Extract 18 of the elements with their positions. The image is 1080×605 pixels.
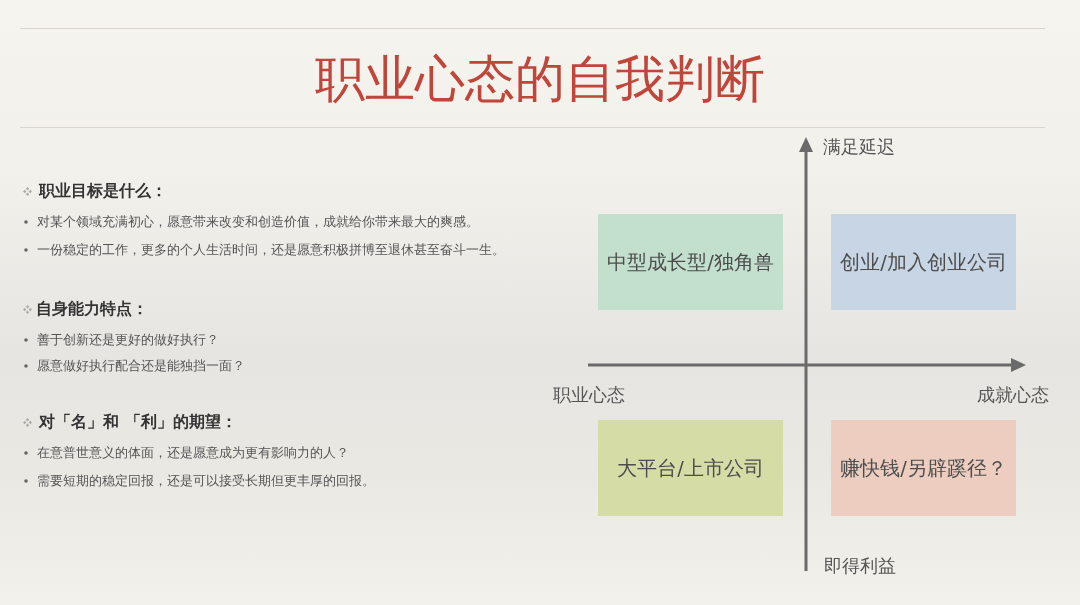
- axis-label: 满足延迟: [823, 136, 895, 158]
- list-item-text: 在意普世意义的体面，还是愿意成为更有影响力的人？: [37, 445, 349, 461]
- quadrant-box: 中型成长型/独角兽: [598, 214, 783, 310]
- axis-label: 职业心态: [553, 384, 625, 406]
- list-item-text: 一份稳定的工作，更多的个人生活时间，还是愿意积极拼博至退休甚至奋斗一生。: [37, 242, 505, 258]
- section-heading: 职业目标是什么：: [39, 181, 167, 201]
- list-item-text: 愿意做好执行配合还是能独挡一面？: [37, 358, 245, 374]
- list-item-text: 对某个领域充满初心，愿意带来改变和创造价值，成就给你带来最大的爽感。: [37, 214, 479, 230]
- quadrant-box: 创业/加入创业公司: [831, 214, 1016, 310]
- list-item-text: 需要短期的稳定回报，还是可以接受长期但更丰厚的回报。: [37, 473, 375, 489]
- section-heading: 对「名」和 「利」的期望：: [39, 412, 237, 432]
- list-item-text: 善于创新还是更好的做好执行？: [37, 332, 219, 348]
- slide-title: 职业心态的自我判断: [314, 49, 766, 109]
- axis-label: 成就心态: [977, 384, 1049, 406]
- axis-label: 即得利益: [824, 555, 896, 577]
- quadrant-box: 大平台/上市公司: [598, 420, 783, 516]
- quadrant-box: 赚快钱/另辟蹊径？: [831, 420, 1016, 516]
- section-heading: 自身能力特点：: [36, 299, 148, 319]
